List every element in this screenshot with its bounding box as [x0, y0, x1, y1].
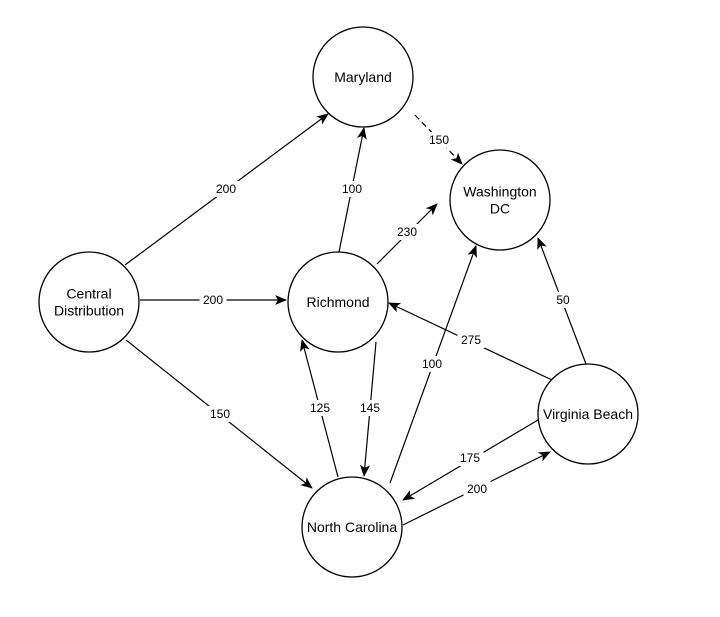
edge-label-background	[393, 224, 421, 240]
node-richmond: Richmond	[287, 251, 389, 353]
edge-label-background	[206, 406, 234, 422]
edge-label-background	[212, 181, 240, 197]
node-circle	[537, 363, 639, 465]
node-label: DC	[490, 201, 510, 217]
node-label: Washington	[463, 184, 536, 200]
node-label: Richmond	[306, 294, 369, 310]
node-label: North Carolina	[307, 519, 397, 535]
edge-label-carolina-to-washington: 100	[418, 356, 446, 372]
node-circle	[287, 251, 389, 353]
edge-weight-label: 175	[460, 451, 480, 465]
edge-label-richmond-to-maryland: 100	[338, 181, 366, 197]
edge-weight-label: 200	[203, 293, 223, 307]
edge-weight-label: 230	[397, 225, 417, 239]
edge-label-central-to-richmond: 200	[199, 292, 227, 308]
edge-label-richmond-to-carolina: 145	[356, 400, 384, 416]
edge-label-richmond-to-washington: 230	[393, 224, 421, 240]
node-maryland: Maryland	[312, 26, 414, 128]
edge-labels-layer: 200 200 150 100 150 230 100 50 275 145 125 175 200	[199, 132, 573, 497]
node-circle	[301, 476, 403, 578]
edge-label-background	[199, 292, 227, 308]
edge-weight-label: 275	[461, 333, 481, 347]
edge-label-virginia-to-washington: 50	[553, 292, 573, 308]
edge-weight-label: 200	[467, 482, 487, 496]
edge-label-carolina-to-virginia: 200	[463, 481, 491, 497]
edge-label-background	[425, 132, 453, 148]
edge-weight-label: 200	[216, 182, 236, 196]
node-label: Virginia Beach	[543, 406, 633, 422]
edge-label-background	[457, 332, 485, 348]
edge-label-maryland-to-washington: 150	[425, 132, 453, 148]
node-carolina: North Carolina	[301, 476, 403, 578]
edge-weight-label: 50	[556, 293, 570, 307]
edge-label-virginia-to-carolina: 175	[456, 450, 484, 466]
edge-weight-label: 145	[360, 401, 380, 415]
node-label: Maryland	[334, 69, 392, 85]
edge-weight-label: 125	[310, 401, 330, 415]
edge-label-carolina-to-richmond: 125	[306, 400, 334, 416]
node-virginia: Virginia Beach	[537, 363, 639, 465]
edge-label-background	[356, 400, 384, 416]
node-label: Central	[66, 286, 111, 302]
edge-weight-label: 100	[422, 357, 442, 371]
node-circle	[312, 26, 414, 128]
edge-label-background	[418, 356, 446, 372]
edge-label-central-to-maryland: 200	[212, 181, 240, 197]
edge-weight-label: 100	[342, 182, 362, 196]
edge-weight-label: 150	[210, 407, 230, 421]
edge-weight-label: 150	[429, 133, 449, 147]
edge-label-background	[553, 292, 573, 308]
node-circle	[38, 251, 140, 353]
edge-label-background	[306, 400, 334, 416]
node-circle	[449, 149, 551, 251]
edge-label-virginia-to-richmond: 275	[457, 332, 485, 348]
edge-label-central-to-carolina: 150	[206, 406, 234, 422]
edge-label-background	[338, 181, 366, 197]
edge-label-background	[456, 450, 484, 466]
edge-label-background	[463, 481, 491, 497]
node-label: Distribution	[54, 303, 124, 319]
